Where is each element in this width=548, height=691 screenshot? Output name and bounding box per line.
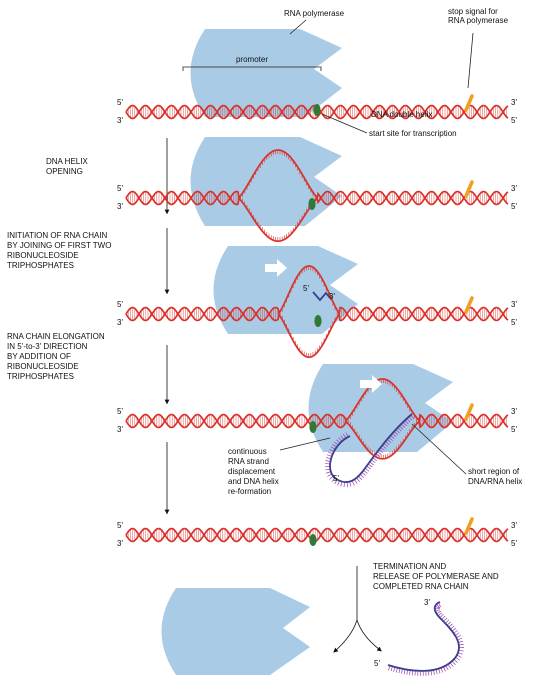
svg-text:TERMINATION AND RELEASE: TERMINATION AND RELEASE OF POLYMERASE AN… [373,562,501,591]
end-label: 3' [117,318,123,327]
released-rna-polymerase [162,588,311,675]
end-label: 5' [511,116,517,125]
svg-text:DNA HELIX OPENING: DNA HELIX OPENING [46,157,90,176]
end-label: 5' [511,539,517,548]
completed-rna-chain [388,602,464,676]
step-dna-helix-opening: DNA HELIX OPENING [46,138,167,212]
end-label: 5' [117,521,123,530]
stop-signal-label: stop signal for RNA polymerase [448,7,509,25]
stage-3: 5' 3' 5' 3' 3' 5' [117,246,517,357]
end-label: 3' [117,116,123,125]
start-site-label: start site for transcription [369,129,457,138]
svg-text:INITIATION OF RNA CHAIN: INITIATION OF RNA CHAIN BY JOINING OF FI… [7,231,114,270]
step-termination: TERMINATION AND RELEASE OF POLYMERASE AN… [335,562,501,651]
start-site-marker [309,534,316,546]
svg-text:RNA CHAIN ELONGATION IN: RNA CHAIN ELONGATION IN 5'-to-3' DIRECTI… [7,332,107,381]
end-label: 5' [117,407,123,416]
short-region-label: short region of DNA/RNA helix [468,467,522,486]
start-site-marker [313,104,320,116]
end-label: 3' [117,425,123,434]
end-label: 5' [117,300,123,309]
end-label: 5' [117,184,123,193]
start-site-marker [309,421,316,433]
rna-polymerase-shape [191,137,343,226]
end-label: 5' [374,659,380,668]
end-label: 5' [333,474,339,483]
rna-polymerase-label: RNA polymerase [284,9,345,18]
stage-1: promoter RNA polymerase stop signal for … [117,7,517,138]
end-label: 3' [117,202,123,211]
rna-polymerase-shape [309,364,454,452]
end-label: 3' [511,521,517,530]
end-label: 5' [117,98,123,107]
end-label: 5' [511,202,517,211]
end-label: 3' [511,407,517,416]
promoter-label: promoter [236,55,268,64]
start-site-marker [308,198,315,210]
end-label: 5' [511,318,517,327]
dna-helix [126,529,508,542]
end-label: 5' [303,284,309,293]
end-label: 3' [424,598,430,607]
end-label: 3' [511,184,517,193]
stage-4: 5' 5' 3' 3' 5' continuous RNA strand dis… [117,364,522,496]
rna-polymerase-shape [191,29,343,117]
end-label: 3' [511,98,517,107]
dna-double-helix-label: DNA double helix [371,110,432,119]
stage-2: 5' 3' 3' 5' [117,137,517,241]
end-label: 3' [511,300,517,309]
end-label: 3' [117,539,123,548]
end-label: 5' [511,425,517,434]
start-site-marker [314,315,321,327]
end-label: 3' [329,292,335,301]
step-initiation: INITIATION OF RNA CHAIN BY JOINING OF FI… [7,228,167,292]
stage-5: 5' 3' 3' 5' [117,519,517,548]
step-elongation: RNA CHAIN ELONGATION IN 5'-to-3' DIRECTI… [7,332,167,402]
continuous-displacement-label: continuous RNA strand displacement and D… [228,447,281,496]
